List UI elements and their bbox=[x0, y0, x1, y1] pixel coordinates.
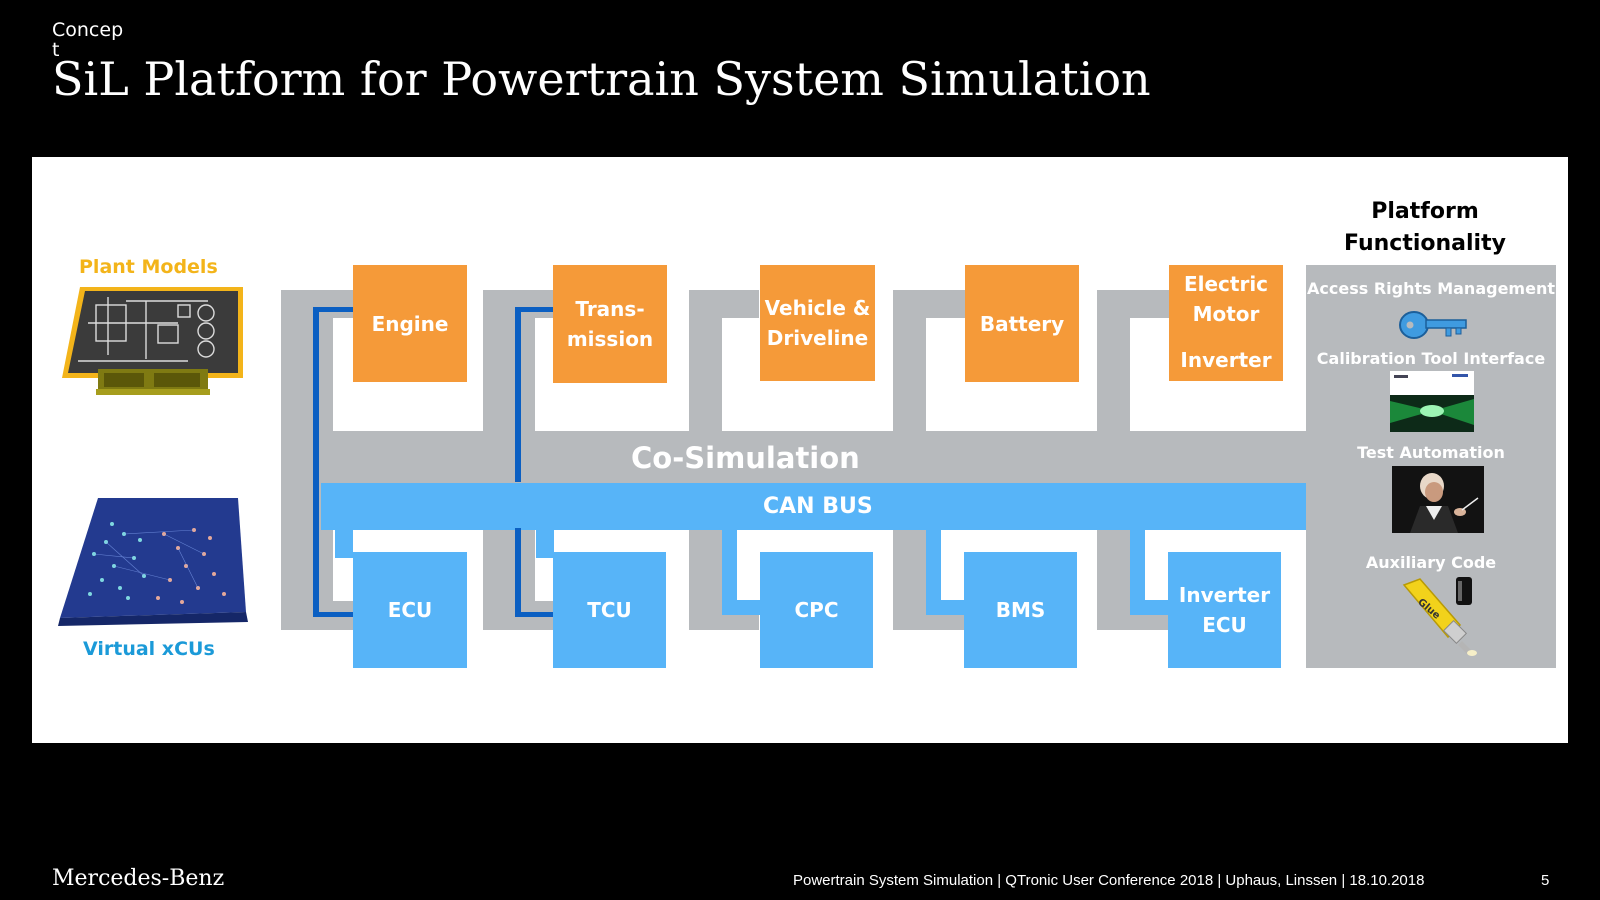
brand-logo-text: Mercedes-Benz bbox=[52, 866, 225, 891]
block-label: CPC bbox=[794, 598, 839, 622]
block-label: Battery bbox=[979, 311, 1065, 336]
platform-functionality-title: Platform Functionality bbox=[1305, 196, 1545, 260]
block-label: Electric bbox=[1183, 272, 1269, 296]
calibration-tool-screenshot bbox=[1390, 371, 1474, 432]
section-label: Concept bbox=[52, 19, 124, 61]
tcu-block: TCU bbox=[553, 552, 666, 668]
virtual-xcus-illustration bbox=[58, 498, 248, 626]
block-label: BMS bbox=[995, 598, 1046, 622]
auxiliary-code-label: Auxiliary Code bbox=[1365, 553, 1497, 572]
block-label: Motor bbox=[1192, 302, 1260, 326]
battery-model-block: Battery bbox=[965, 265, 1079, 382]
test-automation-label: Test Automation bbox=[1357, 443, 1505, 462]
block-label: Vehicle & bbox=[764, 296, 871, 320]
block-label: Inverter bbox=[1178, 583, 1271, 607]
slide-title: SiL Platform for Powertrain System Simul… bbox=[52, 52, 1151, 106]
title-line: Platform bbox=[1371, 199, 1479, 224]
footer-info: Powertrain System Simulation | QTronic U… bbox=[793, 872, 1425, 889]
block-label: mission bbox=[566, 327, 654, 351]
can-bus-label: CAN BUS bbox=[763, 494, 873, 519]
cpc-block: CPC bbox=[760, 552, 873, 668]
block-label: TCU bbox=[587, 598, 632, 622]
title-line: Functionality bbox=[1344, 231, 1506, 256]
block-label: Trans- bbox=[575, 297, 645, 321]
block-label: Inverter bbox=[1180, 348, 1272, 372]
plant-models-illustration bbox=[62, 287, 243, 395]
can-bus-bar bbox=[321, 483, 1309, 530]
block-label: ECU bbox=[387, 598, 433, 622]
inverter-ecu-block: Inverter ECU bbox=[1168, 552, 1281, 668]
block-label: ECU bbox=[1202, 613, 1247, 637]
plant-models-label: Plant Models bbox=[79, 256, 218, 278]
block-label: Driveline bbox=[766, 326, 869, 350]
transmission-model-block: Trans- mission bbox=[553, 265, 667, 383]
conductor-photo bbox=[1392, 466, 1484, 533]
cosimulation-label: Co-Simulation bbox=[631, 441, 860, 475]
key-icon bbox=[1399, 311, 1467, 339]
calibration-tool-interface-label: Calibration Tool Interface bbox=[1316, 349, 1546, 368]
ecu-block: ECU bbox=[353, 552, 467, 668]
vehicle-driveline-model-block: Vehicle & Driveline bbox=[760, 265, 875, 381]
page-number: 5 bbox=[1541, 872, 1550, 889]
electric-motor-inverter-model-block: Electric Motor Inverter bbox=[1169, 265, 1283, 381]
virtual-xcus-label: Virtual xCUs bbox=[83, 638, 215, 660]
block-label: Engine bbox=[371, 311, 449, 336]
bms-block: BMS bbox=[964, 552, 1077, 668]
engine-model-block: Engine bbox=[353, 265, 467, 382]
glue-tube-icon: Glue bbox=[1402, 577, 1477, 656]
access-rights-management-label: Access Rights Management bbox=[1307, 279, 1555, 298]
